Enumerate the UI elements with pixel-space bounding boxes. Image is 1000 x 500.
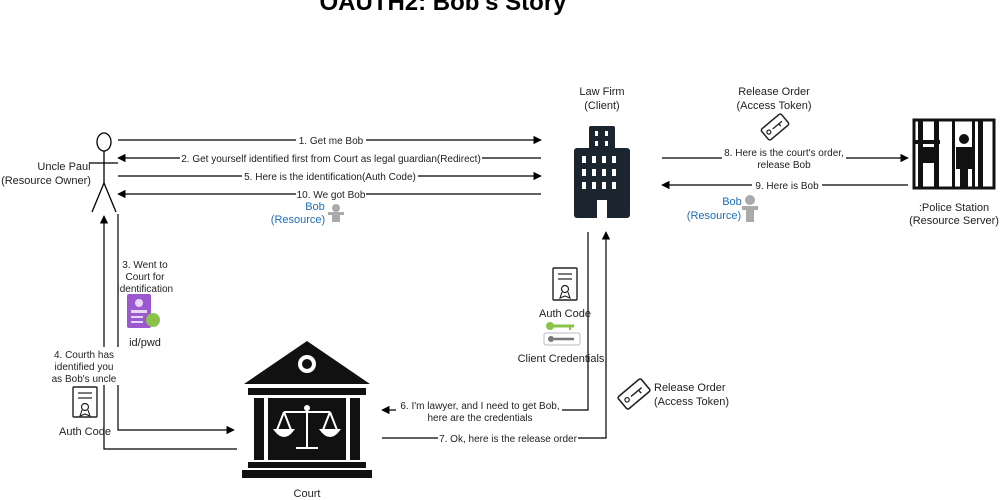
message-3a: 3. Went to [122, 260, 168, 271]
message-6a: 6. I'm lawyer, and I need to get Bob, [400, 401, 559, 412]
key-tag-icon [760, 113, 790, 141]
message-6b: here are the credentials [427, 413, 532, 424]
edge-m1: 1. Get me Bob [118, 134, 542, 147]
bob-left-role: (Resource) [271, 214, 325, 226]
message-4a: 4. Courth has [54, 350, 114, 361]
message-9: 9. Here is Bob [755, 181, 819, 192]
auth-code-left-label: Auth Code [59, 426, 111, 438]
court-name: Court [294, 488, 321, 500]
auth-code-mid-label: Auth Code [539, 308, 591, 320]
edge-m4: 4. Courth has identified you as Bob's un… [52, 215, 237, 450]
stick-figure-icon [90, 132, 118, 213]
bob-left: Bob (Resource) [271, 201, 344, 226]
release-order-top-name: Release Order [738, 86, 810, 98]
server-name: :Police Station [919, 202, 989, 214]
client-credentials-label: Client Credentials [518, 353, 605, 365]
keys-icon [543, 322, 581, 346]
message-4c: as Bob's uncle [52, 374, 117, 385]
courthouse-icon [242, 341, 372, 478]
edge-m8: 8. Here is the court's order, release Bo… [662, 146, 909, 171]
person-icon [742, 195, 758, 222]
message-5: 5. Here is the identification(Auth Code) [244, 172, 416, 183]
message-1: 1. Get me Bob [299, 136, 364, 147]
certificate-icon [72, 386, 98, 418]
edge-m2: 2. Get yourself identified first from Co… [117, 152, 541, 165]
message-8b: release Bob [757, 160, 811, 171]
id-pwd-label: id/pwd [129, 337, 161, 349]
owner-role: (Resource Owner) [1, 175, 91, 187]
server-role: (Resource Server) [909, 215, 999, 227]
key-tag-icon [617, 378, 651, 410]
release-order-mid-role: (Access Token) [654, 396, 729, 408]
edge-m9: 9. Here is Bob [661, 179, 908, 192]
bob-right-name: Bob [722, 196, 742, 208]
person-icon [328, 204, 344, 222]
owner-name: Uncle Paul [37, 161, 90, 173]
certificate-icon [552, 267, 578, 301]
edge-m10: 10. We got Bob [117, 188, 541, 201]
edge-m7: 7. Ok, here is the release order [382, 231, 611, 445]
message-8a: 8. Here is the court's order, [724, 148, 844, 159]
message-7: 7. Ok, here is the release order [439, 434, 578, 445]
message-10: 10. We got Bob [297, 190, 366, 201]
jail-cell-icon [912, 118, 996, 190]
edge-m3: 3. Went to Court for Identification [117, 214, 235, 435]
client-name: Law Firm [579, 86, 624, 98]
office-building-icon [574, 126, 630, 218]
message-2: 2. Get yourself identified first from Co… [181, 154, 481, 165]
id-card-icon [127, 294, 160, 328]
bob-left-name: Bob [305, 201, 325, 213]
message-3c: Identification [117, 284, 173, 295]
message-3b: Court for [126, 272, 166, 283]
bob-right: Bob (Resource) [687, 195, 758, 222]
diagram-title: OAUTH2: Bob's Story [319, 0, 567, 16]
release-order-top-role: (Access Token) [737, 100, 812, 112]
message-4b: identified you [55, 362, 114, 373]
bob-right-role: (Resource) [687, 210, 741, 222]
client-role: (Client) [584, 100, 619, 112]
release-order-mid-name: Release Order [654, 382, 726, 394]
edge-m5: 5. Here is the identification(Auth Code) [118, 170, 542, 183]
edge-m6: 6. I'm lawyer, and I need to get Bob, he… [381, 232, 589, 424]
